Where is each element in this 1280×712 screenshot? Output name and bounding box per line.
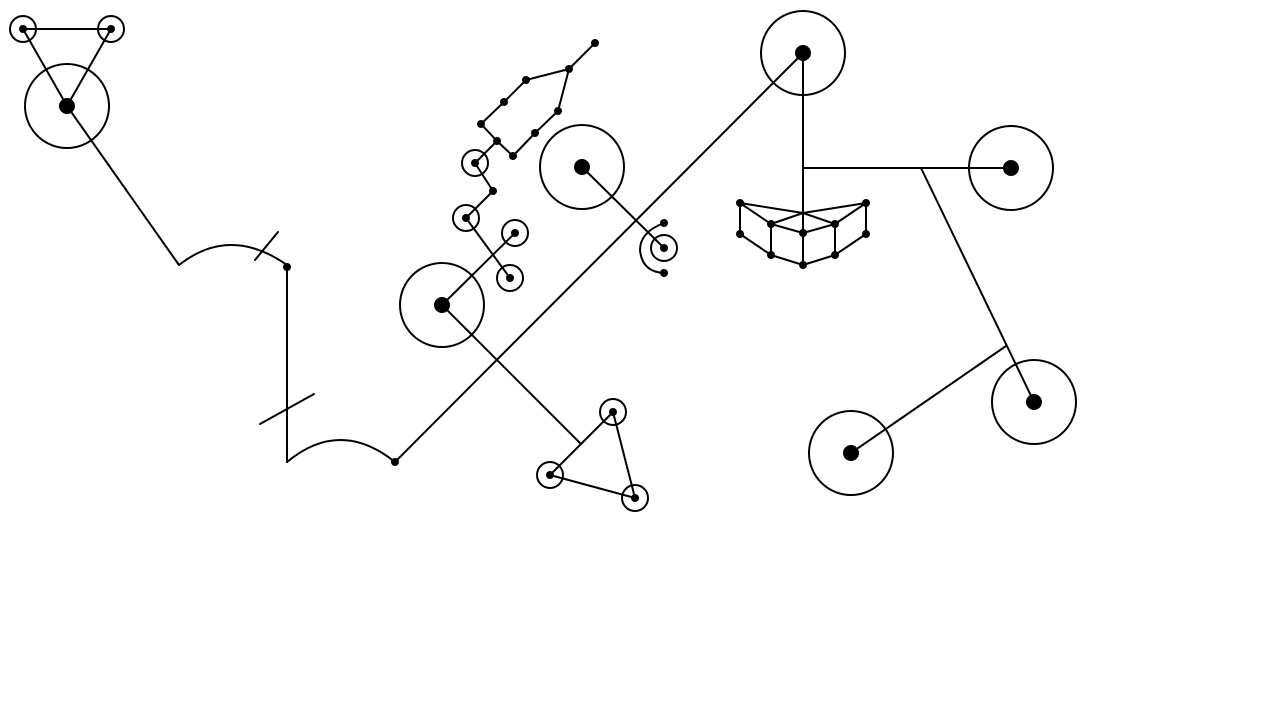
- node-rings: [9, 10, 1077, 512]
- top-left-triangle: [22, 28, 112, 107]
- junction-node: [660, 219, 668, 227]
- junction-node: [767, 220, 775, 228]
- node-ring: [452, 204, 480, 232]
- junction-node: [546, 471, 554, 479]
- junction-node: [500, 98, 508, 106]
- hub-node: [574, 159, 590, 175]
- node-ring: [501, 219, 529, 247]
- long-diagonal-line: [394, 52, 804, 463]
- junction-node: [283, 263, 291, 271]
- junction-node: [506, 274, 514, 282]
- junction-node: [767, 251, 775, 259]
- junction-node: [631, 494, 639, 502]
- left-diagonal-line: [66, 105, 180, 266]
- junction-node: [554, 107, 562, 115]
- junction-node: [531, 129, 539, 137]
- node-ring: [539, 124, 625, 210]
- junction-node: [19, 25, 27, 33]
- hub-node: [59, 98, 75, 114]
- hub-node: [434, 297, 450, 313]
- junction-node: [609, 408, 617, 416]
- junction-node: [493, 137, 501, 145]
- junction-node: [862, 230, 870, 238]
- junction-node: [799, 229, 807, 237]
- node-ring: [9, 15, 37, 43]
- junction-node: [660, 269, 668, 277]
- node-ring: [24, 63, 110, 149]
- node-ring: [621, 484, 649, 512]
- junction-node: [831, 251, 839, 259]
- junction-node: [591, 39, 599, 47]
- node-ring: [97, 15, 125, 43]
- node-ring: [399, 262, 485, 348]
- hexagon-chain: [480, 42, 596, 157]
- chain-link-2: [441, 232, 516, 306]
- hook-arc: [639, 222, 665, 274]
- hub-node: [795, 45, 811, 61]
- junction-node: [107, 25, 115, 33]
- junction-node: [391, 458, 399, 466]
- junction-node: [736, 199, 744, 207]
- node-ring: [968, 125, 1054, 211]
- tick-mark-upper: [254, 231, 279, 261]
- junction-node: [462, 214, 470, 222]
- junction-node: [477, 120, 485, 128]
- hub-node: [843, 445, 859, 461]
- hub-node: [1026, 394, 1042, 410]
- junction-node: [660, 244, 668, 252]
- junction-node: [831, 220, 839, 228]
- lower-right-arm: [850, 345, 1007, 454]
- node-ring: [536, 461, 564, 489]
- hub-node: [1003, 160, 1019, 176]
- lower-arc: [286, 439, 396, 463]
- node-ring: [991, 359, 1077, 445]
- junction-node: [799, 261, 807, 269]
- junction-node: [522, 76, 530, 84]
- right-diagonal: [920, 167, 1035, 403]
- node-ring: [599, 398, 627, 426]
- junction-node: [736, 230, 744, 238]
- left-arc: [178, 244, 288, 266]
- center-to-triangle-line: [441, 304, 581, 444]
- node-ring: [760, 10, 846, 96]
- wedge-inner-lines: [739, 202, 867, 266]
- junction-node: [862, 199, 870, 207]
- tick-mark-lower: [259, 393, 315, 425]
- node-ring: [461, 149, 489, 177]
- connector-lines: [22, 28, 1035, 499]
- junction-node: [511, 229, 519, 237]
- node-ring: [808, 410, 894, 496]
- junction-node: [565, 65, 573, 73]
- upper-node-arm: [581, 166, 665, 249]
- node-ring: [496, 264, 524, 292]
- bottom-triangle: [549, 411, 636, 499]
- junction-node: [509, 152, 517, 160]
- junction-node: [489, 187, 497, 195]
- junction-node: [471, 159, 479, 167]
- node-dots: [19, 25, 1042, 502]
- node-ring: [650, 234, 678, 262]
